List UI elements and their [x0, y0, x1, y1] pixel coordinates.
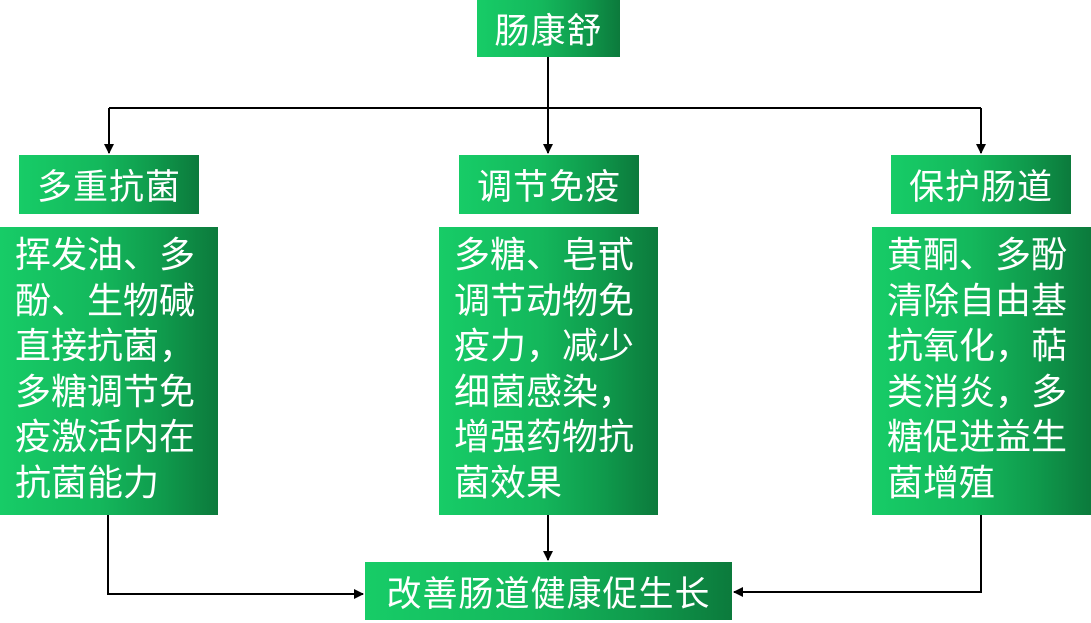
detail-line: 细菌感染，: [454, 371, 635, 413]
detail-line: 抗氧化，萜: [887, 326, 1068, 367]
detail-line: 清除自由基: [887, 280, 1068, 322]
outcome-node: 改善肠道健康促生长: [365, 562, 732, 620]
root-node: 肠康舒: [477, 0, 620, 57]
detail-line: 多糖调节免: [15, 371, 196, 413]
detail-line: 抗菌能力: [15, 462, 160, 504]
detail-line: 增强药物抗: [454, 417, 635, 458]
branch-detail-gut-protection: 黄酮、多酚 清除自由基 抗氧化，萜 类消炎，多 糖促进益生 菌增殖: [872, 227, 1091, 515]
detail-line: 类消炎，多: [887, 371, 1068, 413]
root-label: 肠康舒: [494, 12, 603, 52]
branch-title-label: 调节免疫: [476, 168, 621, 208]
branch-title-label: 保护肠道: [908, 168, 1053, 208]
detail-line: 黄酮、多酚: [887, 235, 1068, 276]
outcome-label: 改善肠道健康促生长: [386, 574, 711, 615]
detail-line: 酚、生物碱: [15, 280, 196, 322]
branch-detail-multi-antibacterial: 挥发油、多 酚、生物碱 直接抗菌， 多糖调节免 疫激活内在 抗菌能力: [0, 227, 218, 515]
branch-title-multi-antibacterial: 多重抗菌: [19, 155, 199, 214]
branch-detail-immune-regulation: 多糖、皂甙 调节动物免 疫力，减少 细菌感染， 增强药物抗 菌效果: [439, 227, 658, 515]
detail-line: 糖促进益生: [887, 417, 1068, 458]
detail-line: 疫力，减少: [454, 326, 635, 367]
detail-line: 多糖、皂甙: [454, 235, 635, 276]
detail-line: 菌效果: [454, 462, 563, 504]
detail-line: 直接抗菌，: [15, 326, 196, 367]
branch-title-label: 多重抗菌: [36, 168, 181, 208]
detail-line: 调节动物免: [454, 280, 635, 322]
detail-line: 疫激活内在: [15, 417, 196, 458]
detail-line: 菌增殖: [887, 462, 996, 504]
branch-title-gut-protection: 保护肠道: [891, 155, 1071, 214]
detail-line: 挥发油、多: [15, 235, 196, 276]
branch-title-immune-regulation: 调节免疫: [459, 155, 639, 214]
